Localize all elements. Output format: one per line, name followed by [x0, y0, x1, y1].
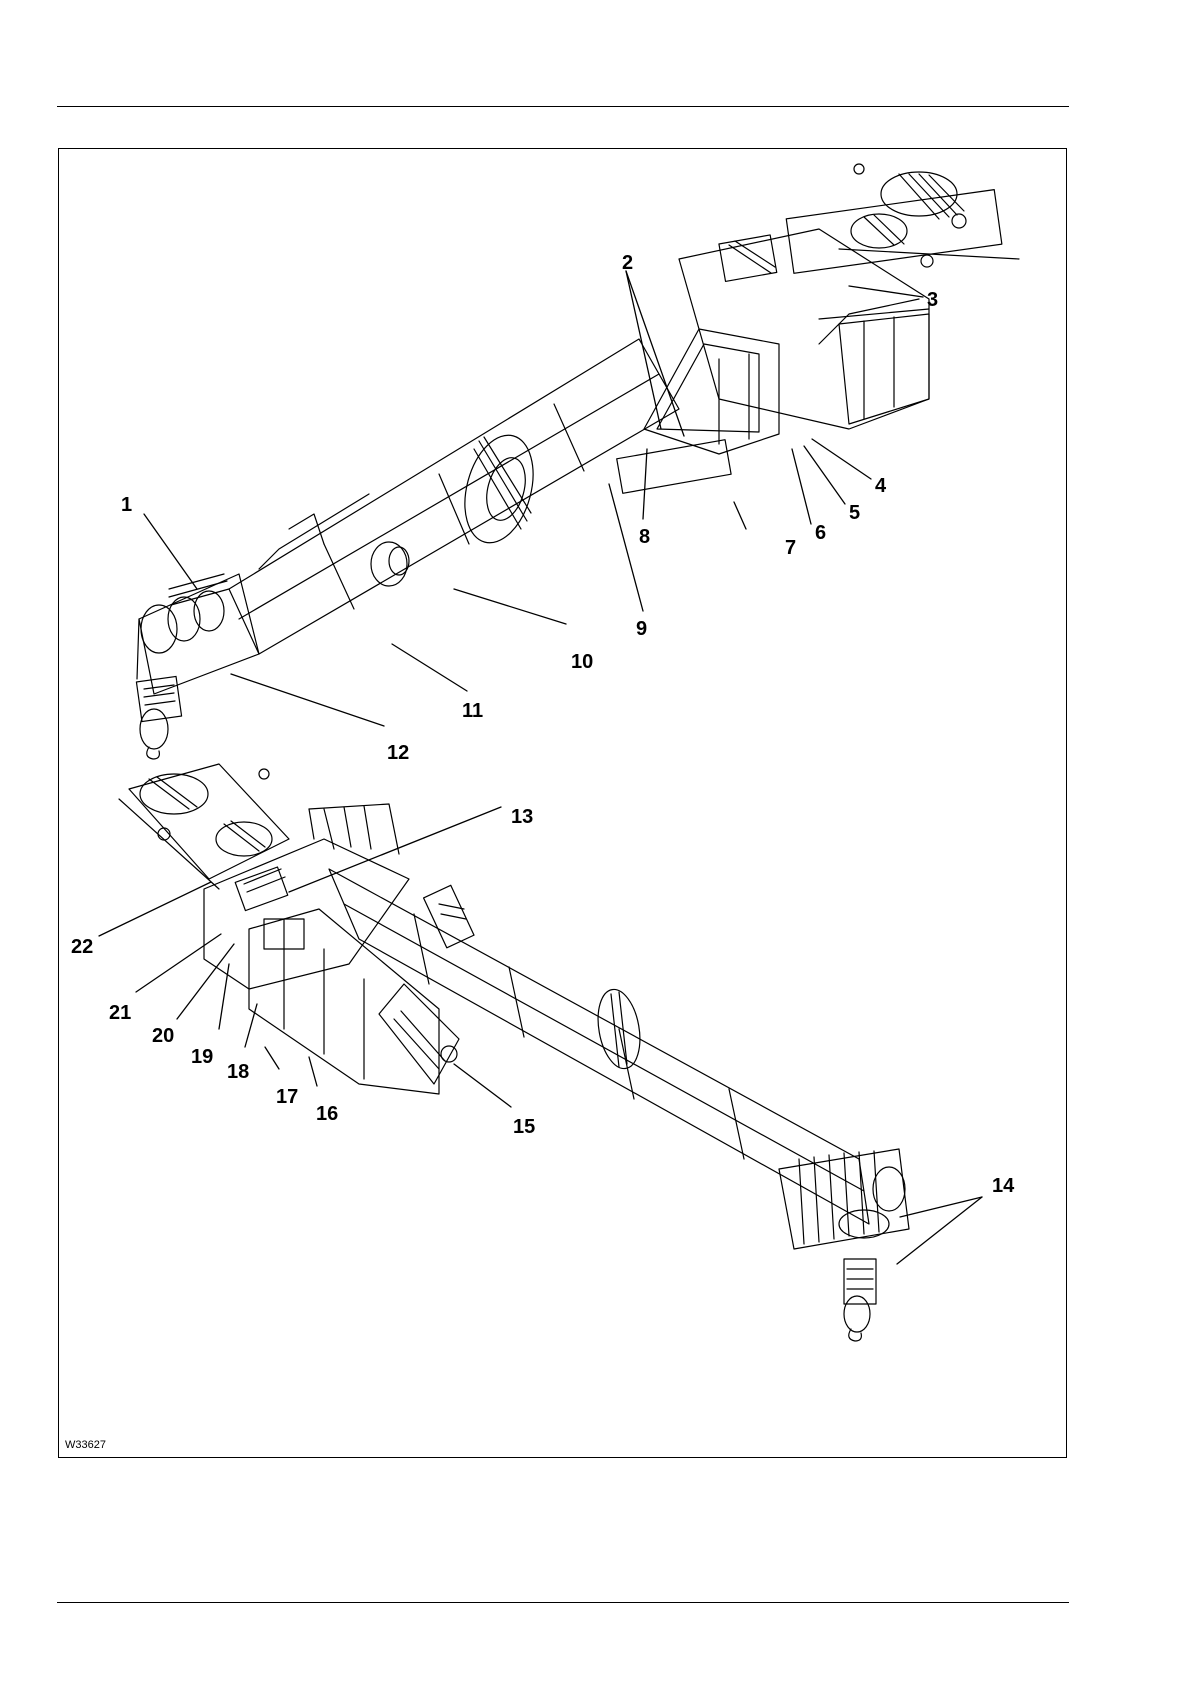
leader-lines: [99, 271, 982, 1264]
callout-5: 5: [849, 502, 860, 524]
callout-10: 10: [571, 651, 593, 673]
callout-8: 8: [639, 526, 650, 548]
callout-21: 21: [109, 1002, 131, 1024]
callout-22: 22: [71, 936, 93, 958]
callout-14: 14: [992, 1175, 1015, 1197]
figure-frame: 1 2 3 4 5 6 7 8 9 10 11 12 13 14 15 16 1…: [58, 148, 1067, 1458]
callout-19: 19: [191, 1046, 213, 1068]
callout-9: 9: [636, 618, 647, 640]
hook-block-bottom: [844, 1259, 876, 1341]
crane-diagram: 1 2 3 4 5 6 7 8 9 10 11 12 13 14 15 16 1…: [59, 149, 1068, 1459]
callout-13: 13: [511, 806, 533, 828]
operator-cab-top: [617, 329, 779, 493]
callout-2: 2: [622, 252, 633, 274]
callout-12: 12: [387, 742, 409, 764]
hook-block-top: [136, 676, 181, 759]
callout-7: 7: [785, 537, 796, 559]
main-boom-top: [229, 339, 679, 654]
footer-rule: [57, 1602, 1069, 1603]
callout-4: 4: [875, 475, 887, 497]
figure-id-label: W33627: [65, 1439, 106, 1451]
chassis-box-bottom: [249, 909, 459, 1094]
callout-11: 11: [462, 700, 483, 722]
callout-20: 20: [152, 1025, 174, 1047]
winch-platform-bottom: [119, 764, 289, 889]
callout-16: 16: [316, 1103, 338, 1125]
superstructure-top: [679, 229, 929, 429]
boom-disc-top: [371, 542, 409, 586]
winch-platform-top: [786, 164, 1019, 273]
lower-crane-drawing: [119, 764, 909, 1341]
callout-3: 3: [927, 289, 938, 311]
boom-head-top: [137, 574, 259, 694]
boom-head-bottom: [779, 1149, 909, 1249]
callout-numbers: 1 2 3 4 5 6 7 8 9 10 11 12 13 14 15 16 1…: [71, 252, 1015, 1197]
callout-17: 17: [276, 1086, 298, 1108]
callout-6: 6: [815, 522, 826, 544]
main-boom-bottom: [329, 869, 869, 1224]
header-rule: [57, 106, 1069, 107]
callout-15: 15: [513, 1116, 535, 1138]
callout-18: 18: [227, 1061, 249, 1083]
callout-1: 1: [121, 494, 132, 516]
